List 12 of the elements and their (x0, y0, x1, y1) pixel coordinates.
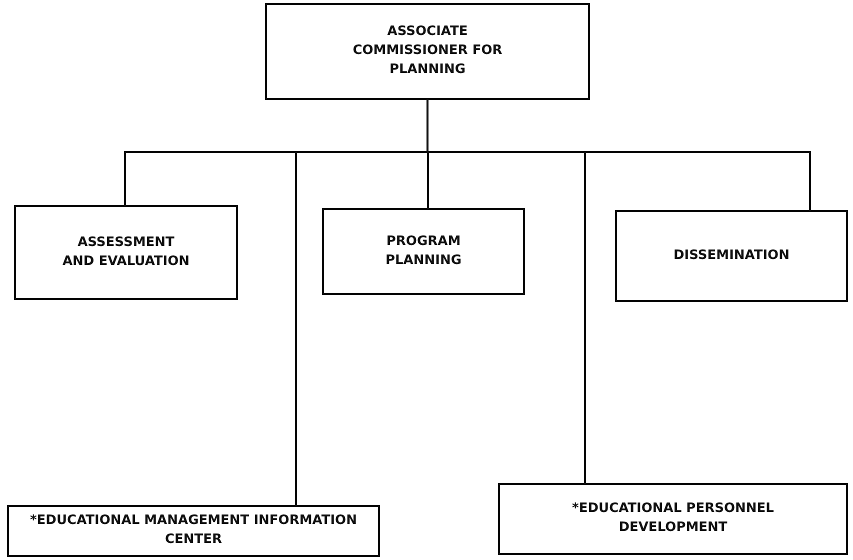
unit-title: ASSOCIATE COMMISSIONER FOR PLANNING (352, 23, 504, 79)
unit-title: *EDUCATIONAL PERSONNEL DEVELOPMENT (571, 500, 775, 537)
org-box (498, 483, 848, 555)
unit-title: DISSEMINATION (672, 246, 790, 265)
org-box (322, 208, 525, 295)
org-box (265, 3, 590, 100)
unit-title: *EDUCATIONAL MANAGEMENT INFORMATION CENTER (29, 512, 358, 549)
org-box (615, 210, 848, 302)
unit-title: PROGRAM PLANNING (384, 232, 463, 270)
unit-title: ASSESSMENT AND EVALUATION (61, 234, 191, 270)
org-box (14, 205, 238, 300)
org-box (7, 505, 380, 557)
